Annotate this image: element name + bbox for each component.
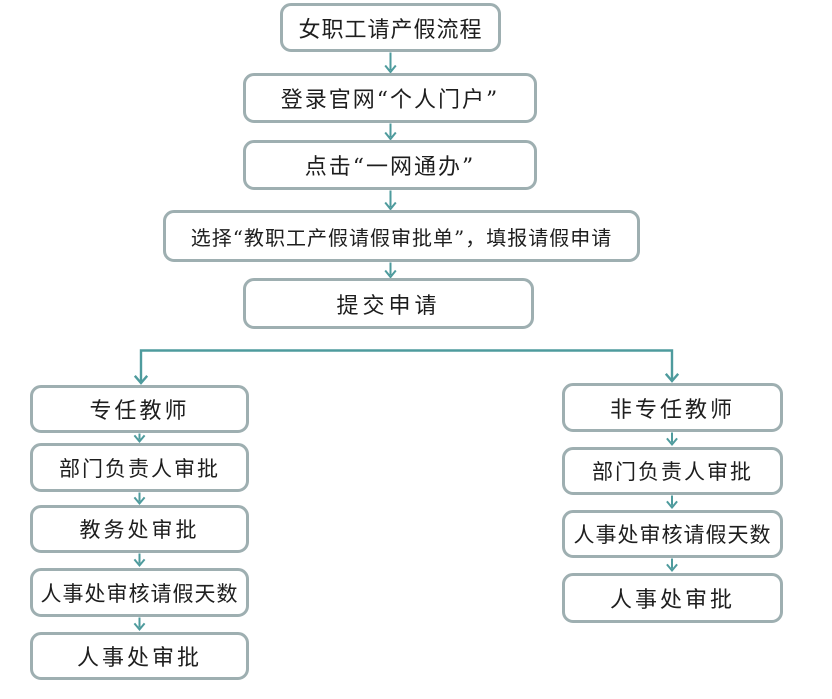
arrow-down-main-2 <box>384 123 397 141</box>
flow-node-right-hr-approval: 人事处审批 <box>562 573 783 623</box>
flow-node-non-full-time-teacher: 非专任教师 <box>562 383 783 432</box>
arrow-down-right-2 <box>666 495 678 510</box>
flow-node-right-hr-leave-days-review: 人事处审核请假天数 <box>562 510 783 558</box>
arrow-down-right-1 <box>666 432 678 447</box>
arrow-down-main-4 <box>384 262 397 279</box>
flow-node-click-one-stop-service: 点击“一网通办” <box>243 140 537 190</box>
arrow-down-main-1 <box>384 52 397 74</box>
flow-node-submit-application: 提交申请 <box>243 278 534 329</box>
flow-node-right-dept-head-approval: 部门负责人审批 <box>562 447 783 495</box>
flow-node-process-title: 女职工请产假流程 <box>280 3 501 52</box>
arrow-down-left-1 <box>133 433 146 444</box>
flow-node-select-approval-form: 选择“教职工产假请假审批单”，填报请假申请 <box>163 210 640 262</box>
arrow-down-right-3 <box>666 558 678 573</box>
flow-node-left-academic-affairs-approval: 教务处审批 <box>30 505 249 553</box>
flow-node-left-hr-approval: 人事处审批 <box>30 632 249 680</box>
branch-split-connector <box>133 349 680 385</box>
arrow-down-main-3 <box>384 190 397 211</box>
flow-node-full-time-teacher: 专任教师 <box>30 385 249 433</box>
flow-node-left-hr-leave-days-review: 人事处审核请假天数 <box>30 568 249 617</box>
flow-node-left-dept-head-approval: 部门负责人审批 <box>30 443 249 492</box>
flow-node-login-portal: 登录官网“个人门户” <box>243 73 537 123</box>
arrow-down-left-3 <box>133 553 146 568</box>
arrow-down-left-2 <box>133 492 146 506</box>
arrow-down-left-4 <box>133 617 146 632</box>
